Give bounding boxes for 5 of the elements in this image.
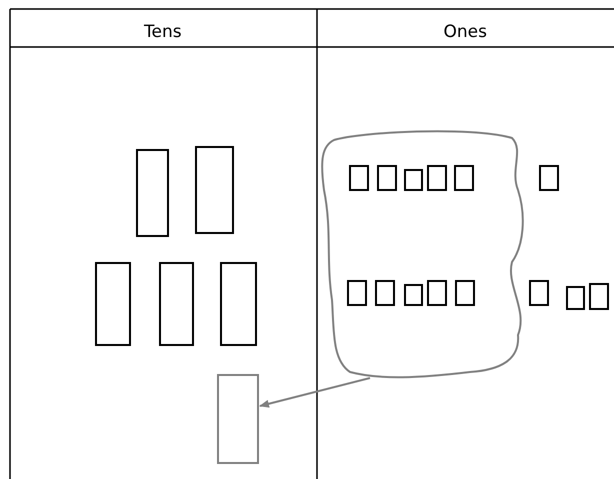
column-header: Tens (144, 22, 182, 42)
column-header: Ones (444, 22, 487, 42)
grouping-loop (321, 130, 524, 378)
tens-rod (217, 374, 259, 464)
arrow (259, 377, 370, 408)
